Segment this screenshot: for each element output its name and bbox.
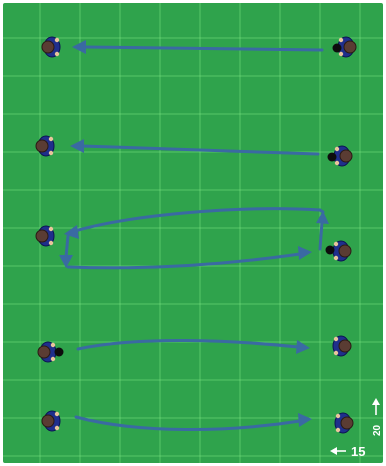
ball [55, 348, 64, 357]
scale-vertical-label: 20 [372, 424, 383, 436]
ball [333, 44, 342, 53]
scale-horizontal-label: 15 [351, 444, 365, 459]
run-arrow-row-3-up [320, 222, 322, 249]
run-arrow-row-3-down [66, 236, 68, 257]
run-arrow-row-3-return [320, 210, 323, 212]
ball [326, 246, 335, 255]
ball [328, 153, 337, 162]
